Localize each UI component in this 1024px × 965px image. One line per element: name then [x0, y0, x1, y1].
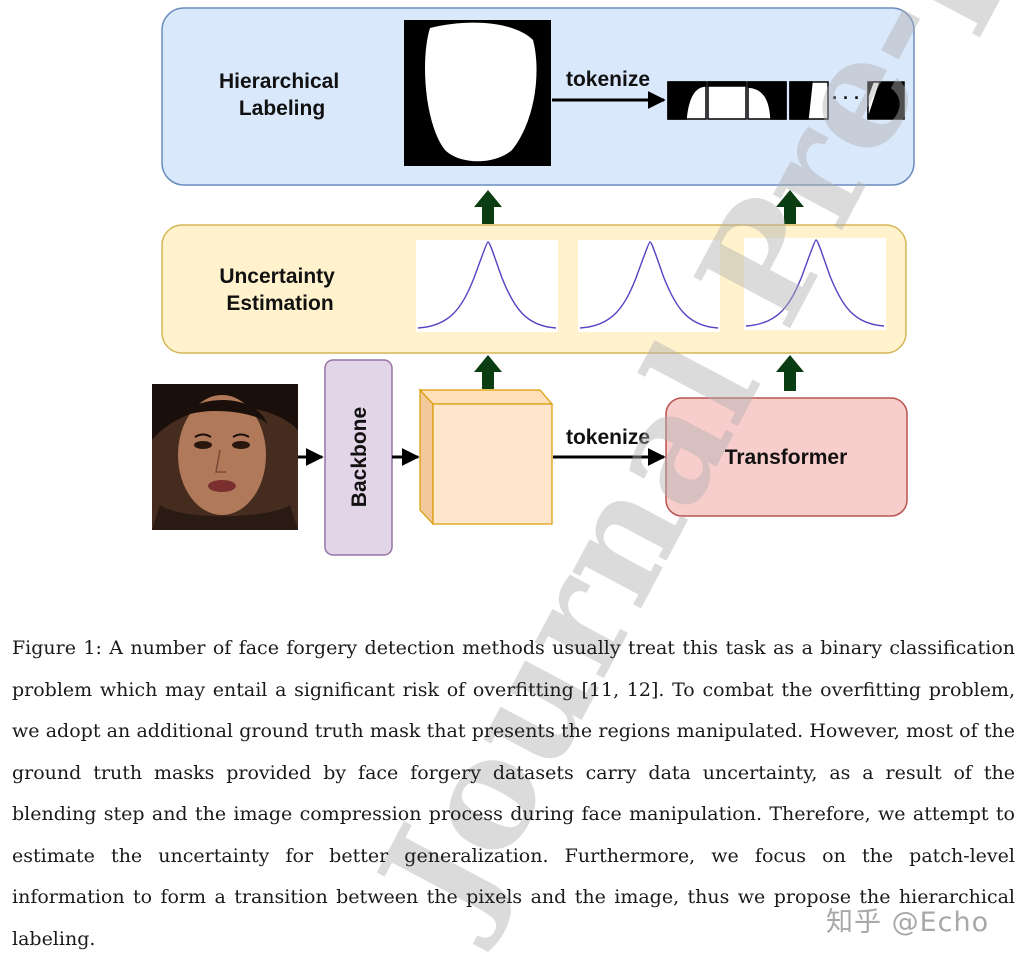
- mask-patch: [707, 81, 747, 120]
- mask-patch: [867, 81, 905, 120]
- tokenize-label-top: tokenize: [566, 68, 650, 91]
- uncertainty-estimation-label: Uncertainty Estimation: [219, 265, 340, 315]
- gaussian-plot-2: [578, 240, 720, 332]
- mask-patch: [789, 81, 829, 120]
- gaussian-plot-1: [416, 240, 558, 332]
- feature-map-cube: [418, 388, 554, 526]
- ground-truth-mask: [404, 20, 551, 166]
- method-figure: Hierarchical Labeling tokenize · · ·: [152, 7, 915, 556]
- up-arrow-right-top: [776, 190, 804, 224]
- ellipsis: · · ·: [832, 88, 860, 108]
- mask-patch: [667, 81, 707, 120]
- tokenize-label-bottom: tokenize: [566, 426, 650, 449]
- transformer-label: Transformer: [725, 446, 848, 469]
- backbone-label: Backbone: [348, 407, 371, 507]
- mask-patches: · · ·: [667, 81, 905, 120]
- figure-caption: Figure 1: A number of face forgery detec…: [12, 637, 1015, 950]
- gaussian-plot-3: [744, 238, 886, 330]
- up-arrow-left-bottom: [474, 355, 502, 389]
- transformer-block: [665, 397, 908, 517]
- face-image: [152, 384, 298, 530]
- mask-patch: [747, 81, 787, 120]
- up-arrow-right-bottom: [776, 355, 804, 391]
- up-arrow-left-top: [474, 190, 502, 224]
- hierarchical-labeling-label: Hierarchical Labeling: [219, 70, 345, 120]
- zhihu-watermark: 知乎 @Echo: [826, 907, 990, 938]
